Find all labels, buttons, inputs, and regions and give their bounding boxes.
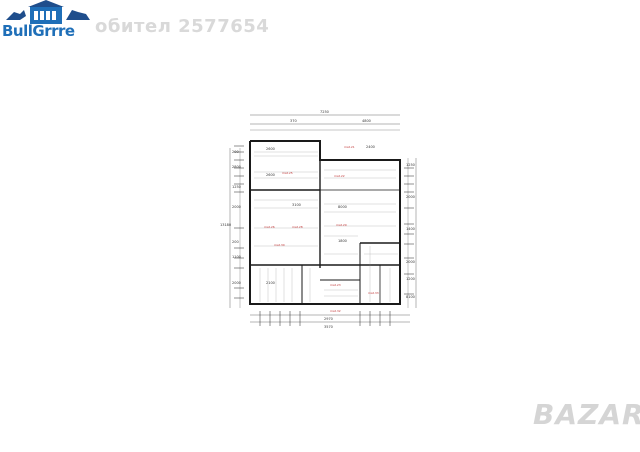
right-dim-2: 2000 xyxy=(406,195,415,199)
inner-dim-1: 2600 xyxy=(266,147,275,151)
left-dim-5: 200 xyxy=(232,240,239,244)
bottom-dim-2: 3570 xyxy=(324,325,333,329)
left-dim-total: 13180 xyxy=(220,223,231,227)
left-dim-4: 2000 xyxy=(232,205,241,209)
left-dim-3: 1250 xyxy=(232,185,241,189)
inner-dim-3: 3100 xyxy=(292,203,301,207)
logo-house-icon xyxy=(6,0,90,24)
room-label-2: mat.26 xyxy=(264,225,275,229)
floor-plan: 370 4800 7250 200 2800 1250 2000 13180 2… xyxy=(220,108,430,330)
top-dim-total: 7250 xyxy=(320,110,329,114)
left-dim-1: 200 xyxy=(232,150,239,154)
bulgarian-homes-logo: BullGrrre xyxy=(0,0,100,44)
inner-dim-7: 2100 xyxy=(266,281,275,285)
room-label-10: mat.33 xyxy=(368,291,379,295)
room-label-9: mat.32 xyxy=(330,309,341,313)
left-dim-7: 2000 xyxy=(232,281,241,285)
room-label-1: mat.25 xyxy=(282,171,293,175)
right-dim-5: 1200 xyxy=(406,277,415,281)
floor-plan-drawing: 370 4800 7250 200 2800 1250 2000 13180 2… xyxy=(220,110,417,329)
left-dim-2: 2800 xyxy=(232,165,241,169)
inner-dim-2: 2600 xyxy=(266,173,275,177)
room-label-8: mat.23 xyxy=(330,283,341,287)
right-dim-3: 1400 xyxy=(406,227,415,231)
right-dim-4: 2000 xyxy=(406,260,415,264)
right-dim-6: 8100 xyxy=(406,295,415,299)
left-dim-6: 1100 xyxy=(232,255,241,259)
room-label-5: mat.29 xyxy=(336,223,347,227)
right-dim-1: 1250 xyxy=(406,163,415,167)
room-label-7: mat.21 xyxy=(344,145,355,149)
watermark-bottom: BAZAR xyxy=(533,398,640,431)
room-label-4: mat.22 xyxy=(334,174,345,178)
logo-text: BullGrrre xyxy=(2,22,75,40)
bottom-dim-1: 2970 xyxy=(324,317,333,321)
top-dim-1: 370 xyxy=(290,119,297,123)
watermark-top: обител 2577654 xyxy=(95,16,270,37)
room-label-6: mat.30 xyxy=(274,243,285,247)
inner-dim-6: 1800 xyxy=(338,239,347,243)
inner-dim-5: 8000 xyxy=(338,205,347,209)
inner-dim-4: 2400 xyxy=(366,145,375,149)
room-label-3: mat.28 xyxy=(292,225,303,229)
top-dim-2: 4800 xyxy=(362,119,371,123)
